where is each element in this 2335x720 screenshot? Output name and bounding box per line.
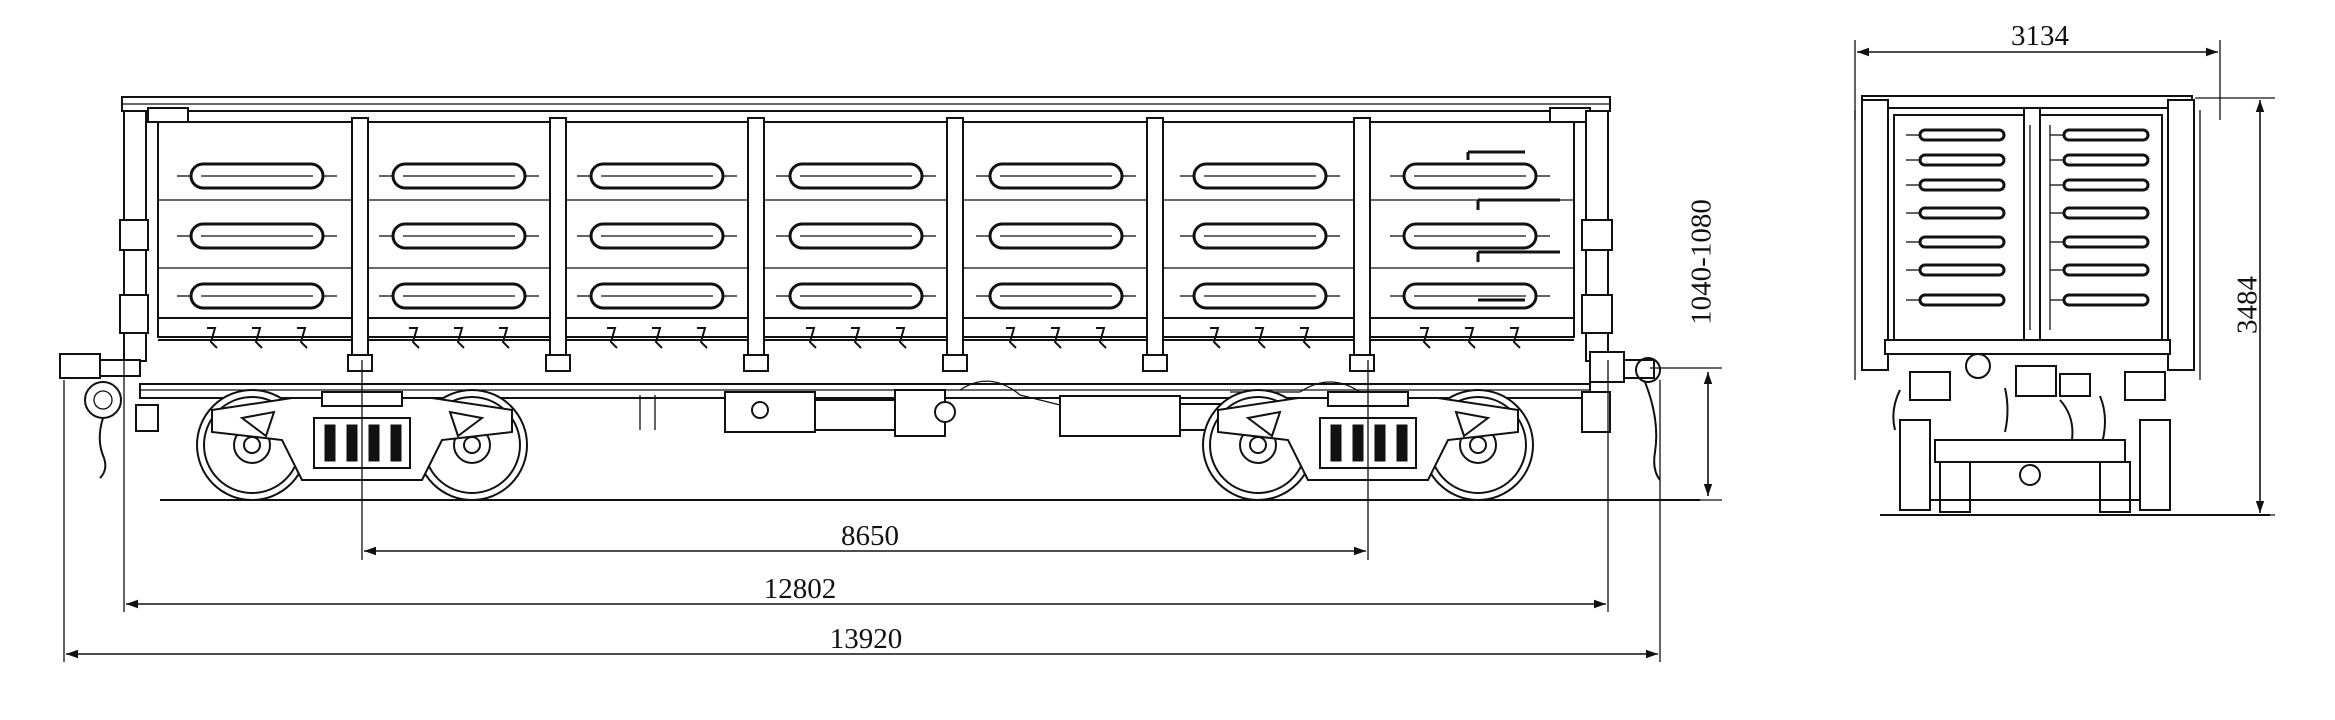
side-view: 1040-1080 8650 12802 13920: [59, 96, 1722, 662]
width-label: 3134: [2011, 20, 2070, 52]
frame-length-label: 12802: [764, 573, 837, 605]
overall-length-label: 13920: [830, 623, 903, 655]
height-dimension: 3484: [2195, 97, 2275, 516]
end-view: 3134 3484: [1854, 20, 2275, 516]
left-coupler: [59, 353, 159, 479]
height-label: 3484: [2232, 276, 2264, 335]
side-stakes: [347, 117, 1375, 372]
coupler-height-label: 1040-1080: [1686, 199, 1718, 325]
overall-length-dimension: 13920: [63, 380, 1661, 662]
coupler-height-dimension: 1040-1080: [1650, 199, 1722, 501]
bogie-centers-dimension: 8650: [361, 360, 1369, 560]
car-body: [119, 96, 1613, 372]
panel-ribs: [177, 162, 1550, 310]
frame-length-dimension: 12802: [123, 360, 1609, 612]
door-hinges: [207, 327, 1521, 349]
underframe: [139, 380, 1591, 437]
end-door-ribs: [1906, 128, 2150, 307]
bogie-centers-label: 8650: [841, 520, 899, 552]
width-dimension: 3134: [1854, 20, 2221, 120]
bogies: [196, 389, 1534, 501]
right-coupler: [1581, 351, 1661, 481]
